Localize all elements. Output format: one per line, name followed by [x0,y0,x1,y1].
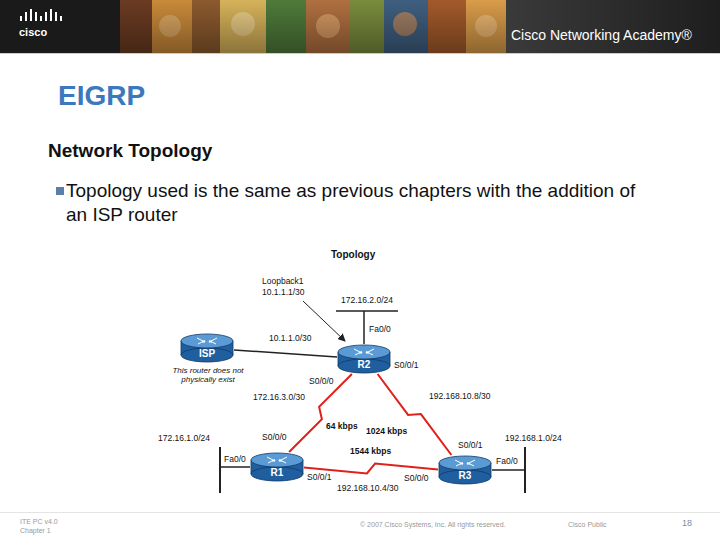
router-side [251,460,252,474]
bandwidth: 64 kbps [326,422,358,432]
link-network: 192.168.10.4/30 [336,484,399,494]
router-name: R2 [337,344,391,371]
interface-name: S0/0/1 [307,473,332,483]
router-arrows [267,457,287,463]
router-name: ISP [180,333,234,360]
network-address: 192.168.1.0/24 [505,434,562,444]
diagram-heading: Topology [331,249,375,261]
classification: Cisco Public [568,521,607,529]
interface-name: Fa0/0 [224,455,246,465]
ethernet-link [234,350,337,357]
router-side [390,352,391,366]
router-side [439,463,440,477]
router-side [338,352,339,366]
note: This router does not physically exist [160,366,256,384]
link-network: 10.1.1.0/30 [268,334,313,344]
interface-name: S0/0/1 [394,361,419,371]
network-address: 172.16.2.0/24 [341,296,393,306]
section-heading: Network Topology [48,140,212,162]
brand-name: Cisco Networking Academy® [511,27,692,43]
interface-name: S0/0/0 [309,377,334,387]
router-name: R3 [438,455,492,482]
router-node: R1 [250,452,304,482]
router-node: R3 [438,455,492,485]
page-number: 18 [682,518,692,528]
router-name: R1 [250,452,304,479]
link-network: 192.168.10.8/30 [428,392,491,402]
interface-name: S0/0/0 [262,433,287,443]
router-node: ISP [180,333,234,363]
interface-name: Loopback1 [262,277,304,287]
router-side [491,463,492,477]
serial-link [304,464,438,474]
footer-course: ITE PC v4.0 Chapter 1 [20,517,65,535]
ip-address: 10.1.1.1/30 [262,288,305,298]
router-top [181,334,233,348]
interface-name: Fa0/0 [369,325,391,335]
router-side [233,341,234,355]
interface-name: S0/0/0 [404,474,429,484]
slide-title: EIGRP [58,80,145,112]
bullet-text: Topology used is the same as previous ch… [66,179,651,227]
router-arrows [354,349,374,355]
router-side [303,460,304,474]
router-arrows [455,460,475,466]
router-top [439,456,491,470]
router-top [338,345,390,359]
router-side [181,341,182,355]
serial-link [378,374,452,455]
interface-name: Fa0/0 [496,457,518,467]
copyright: © 2007 Cisco Systems, Inc. All rights re… [360,521,506,529]
network-address: 172.16.1.0/24 [158,434,210,444]
link-network: 172.16.3.0/30 [252,393,306,403]
router-top [251,453,303,467]
bandwidth: 1024 kbps [366,427,407,437]
router-node: R2 [337,344,391,374]
logo-text: cisco [19,26,47,39]
serial-link [289,374,352,452]
bandwidth: 1544 kbps [350,447,391,457]
interface-name: S0/0/1 [458,441,483,451]
router-arrows [197,338,217,344]
